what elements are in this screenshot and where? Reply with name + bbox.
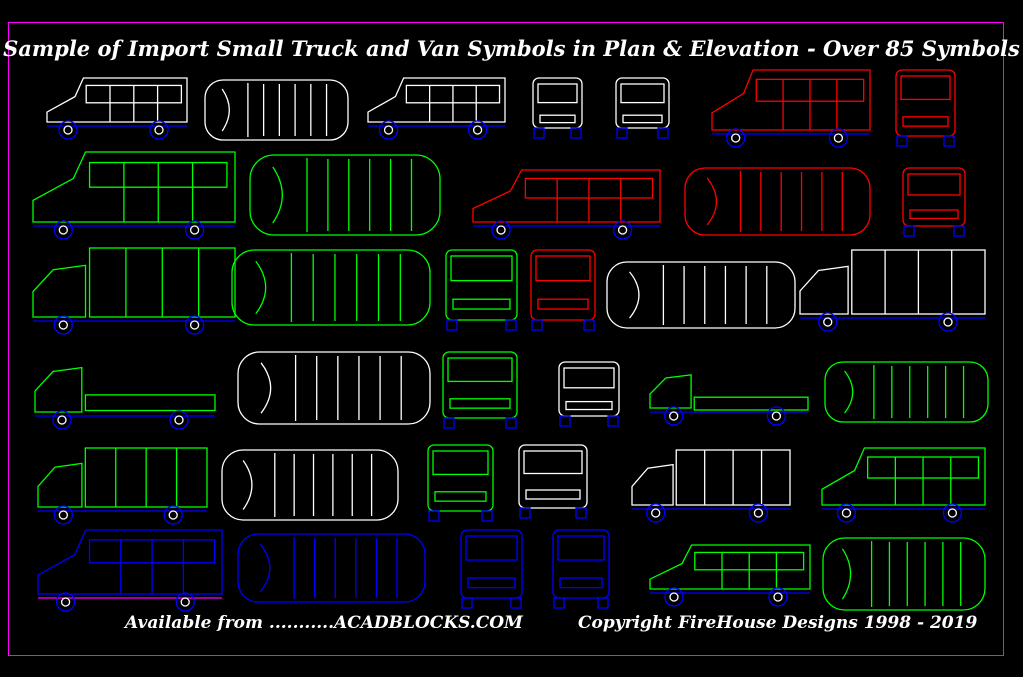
vehicle-symbol-front: [530, 249, 596, 331]
vehicle-symbol-front: [902, 167, 966, 237]
vehicle-symbol-top: [221, 449, 399, 521]
vehicle-symbol-side: [649, 544, 811, 607]
vehicle-symbol-top: [237, 351, 431, 425]
vehicle-symbol-front: [442, 351, 518, 429]
vehicle-symbol-top: [684, 167, 871, 236]
drawing-title: Sample of Import Small Truck and Van Sym…: [3, 36, 1020, 61]
vehicle-symbol-box: [37, 447, 208, 525]
vehicle-symbol-front: [460, 529, 523, 609]
vehicle-symbol-front: [552, 529, 610, 609]
vehicle-symbol-top: [249, 154, 441, 236]
vehicle-symbol-front: [445, 249, 518, 331]
vehicle-symbol-side: [711, 69, 871, 148]
vehicle-symbol-side: [46, 77, 188, 140]
vehicle-symbol-front: [518, 444, 588, 519]
vehicle-symbol-side: [32, 151, 236, 240]
vehicle-symbol-side: [472, 169, 661, 240]
vehicle-symbol-front: [427, 444, 494, 522]
vehicle-symbol-top: [204, 79, 349, 141]
vehicle-symbol-top: [237, 533, 426, 603]
vehicle-symbol-side: [821, 447, 986, 523]
vehicle-symbol-top: [824, 361, 989, 423]
vehicle-symbol-box: [799, 249, 986, 332]
vehicle-symbol-front: [615, 77, 670, 139]
available-from-text: Available from ...........ACADBLOCKS.COM: [125, 613, 523, 633]
vehicle-symbol-front: [558, 361, 620, 427]
vehicle-symbol-front: [895, 69, 956, 147]
vehicle-symbol-box: [32, 247, 236, 335]
vehicle-symbol-top: [606, 261, 796, 329]
vehicle-symbol-flat: [649, 374, 809, 426]
vehicle-symbol-flat: [34, 366, 216, 430]
vehicle-symbol-side: [367, 77, 506, 140]
vehicle-symbol-box: [631, 449, 791, 523]
vehicle-symbol-top: [231, 249, 431, 326]
vehicle-symbol-side: [37, 529, 223, 612]
drawing-border: [8, 22, 1004, 656]
vehicle-symbol-top: [822, 537, 986, 611]
vehicle-symbol-front: [532, 77, 583, 139]
copyright-text: Copyright FireHouse Designs 1998 - 2019: [578, 613, 978, 633]
